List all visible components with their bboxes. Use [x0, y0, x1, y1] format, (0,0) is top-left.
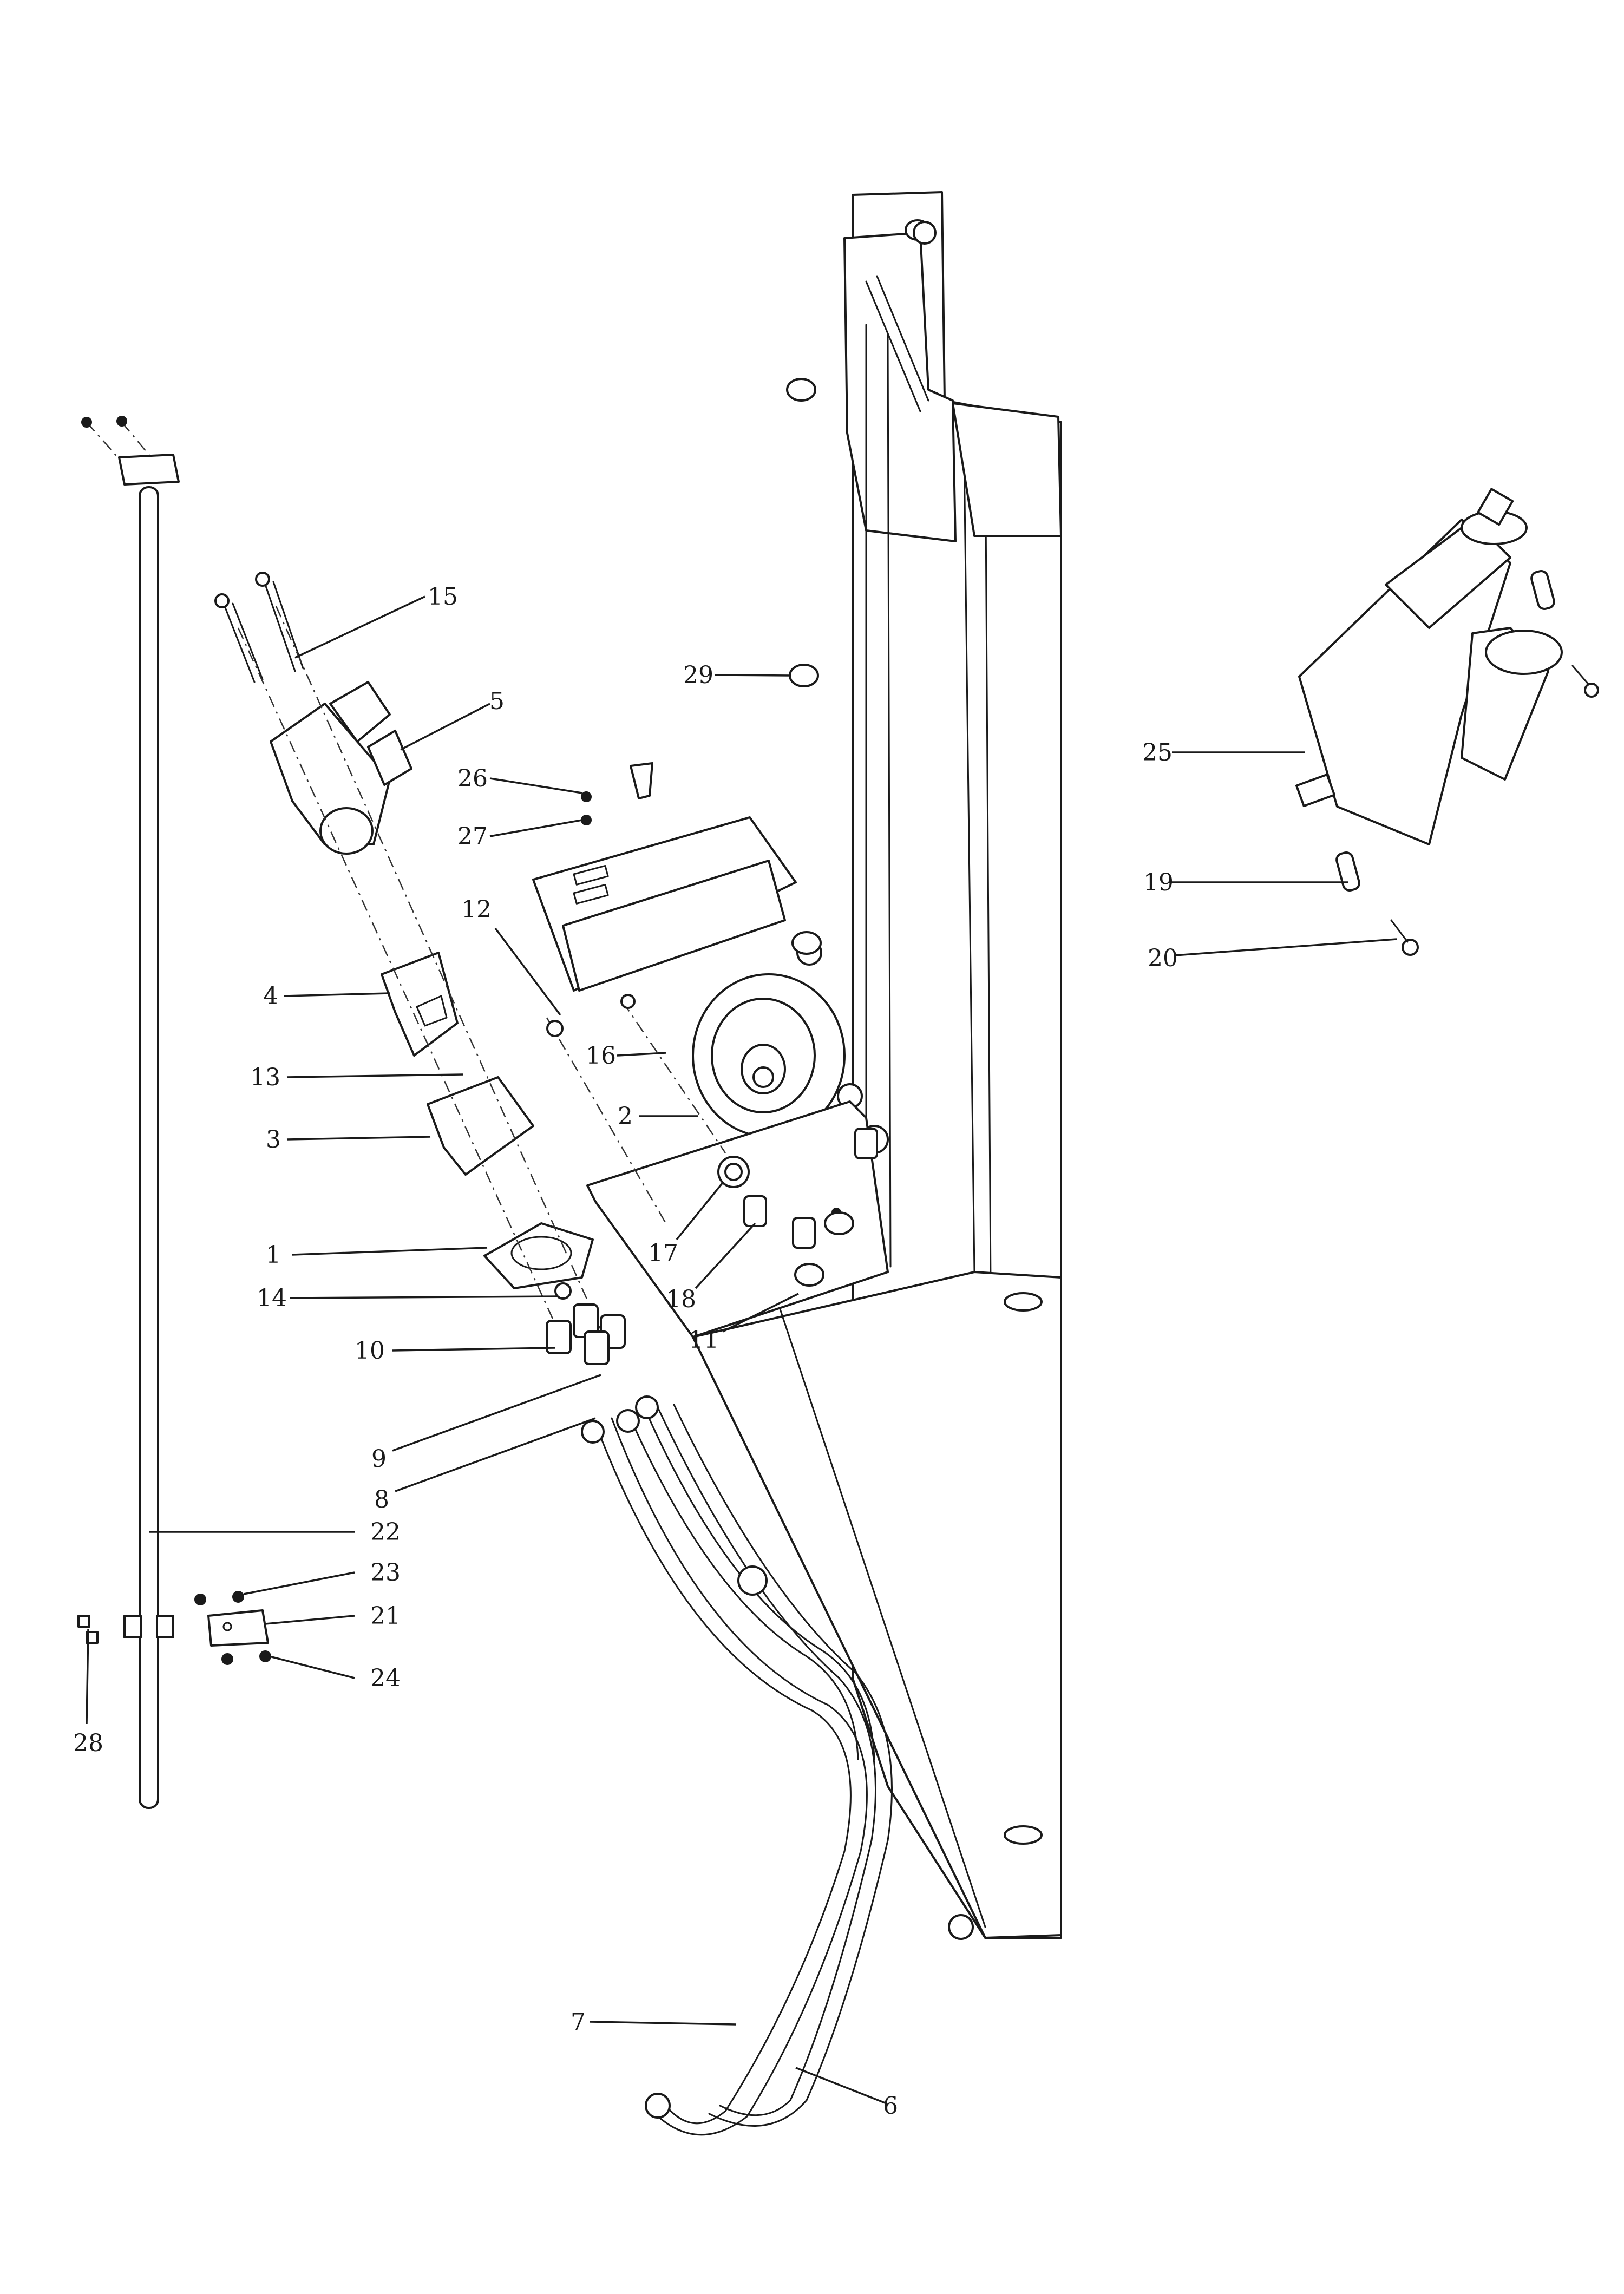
hydraulic-hoses [581, 1395, 893, 2136]
callout-10: 10 [355, 1337, 385, 1365]
callout-labels: 1 2 3 4 5 6 7 8 9 10 11 12 13 14 15 16 1… [73, 583, 1178, 2120]
callout-12: 12 [461, 896, 492, 923]
callout-22: 22 [370, 1518, 401, 1546]
callout-6: 6 [883, 2092, 898, 2120]
callout-4: 4 [263, 982, 278, 1010]
callout-26: 26 [457, 765, 488, 792]
callout-20: 20 [1148, 945, 1178, 972]
spacers [581, 378, 822, 955]
alignment-lines [86, 422, 726, 1354]
linear-actuator [1295, 488, 1599, 956]
callout-24: 24 [370, 1664, 401, 1692]
callout-23: 23 [370, 1559, 401, 1587]
callout-7: 7 [571, 2008, 586, 2036]
callout-17: 17 [648, 1240, 678, 1267]
callout-16: 16 [586, 1042, 616, 1070]
callout-5: 5 [489, 687, 505, 715]
callout-28: 28 [73, 1729, 103, 1757]
bracket-1 [483, 1222, 594, 1289]
leader-lines [86, 595, 1397, 2104]
callout-15: 15 [428, 583, 458, 611]
base-plate [692, 1266, 1062, 1940]
fittings [546, 994, 878, 1365]
valve-assembly [214, 572, 412, 855]
callout-25: 25 [1142, 739, 1173, 766]
mounting-plate [586, 1100, 889, 1338]
callout-29: 29 [683, 661, 713, 689]
callout-1: 1 [266, 1241, 281, 1269]
callout-19: 19 [1143, 869, 1174, 896]
small-parts [77, 1591, 271, 1665]
callout-8: 8 [374, 1486, 389, 1513]
callout-11: 11 [689, 1326, 719, 1354]
long-rod [81, 416, 180, 1809]
callout-9: 9 [371, 1445, 387, 1473]
callout-13: 13 [250, 1064, 280, 1091]
pump-motor-assembly [532, 816, 889, 1154]
bracket-3 [427, 1076, 534, 1176]
callout-3: 3 [266, 1126, 281, 1153]
bracket-4 [381, 952, 459, 1057]
callout-27: 27 [457, 823, 488, 850]
callout-14: 14 [257, 1284, 287, 1312]
callout-18: 18 [666, 1286, 696, 1313]
callout-21: 21 [370, 1602, 401, 1630]
callout-2: 2 [618, 1103, 633, 1130]
